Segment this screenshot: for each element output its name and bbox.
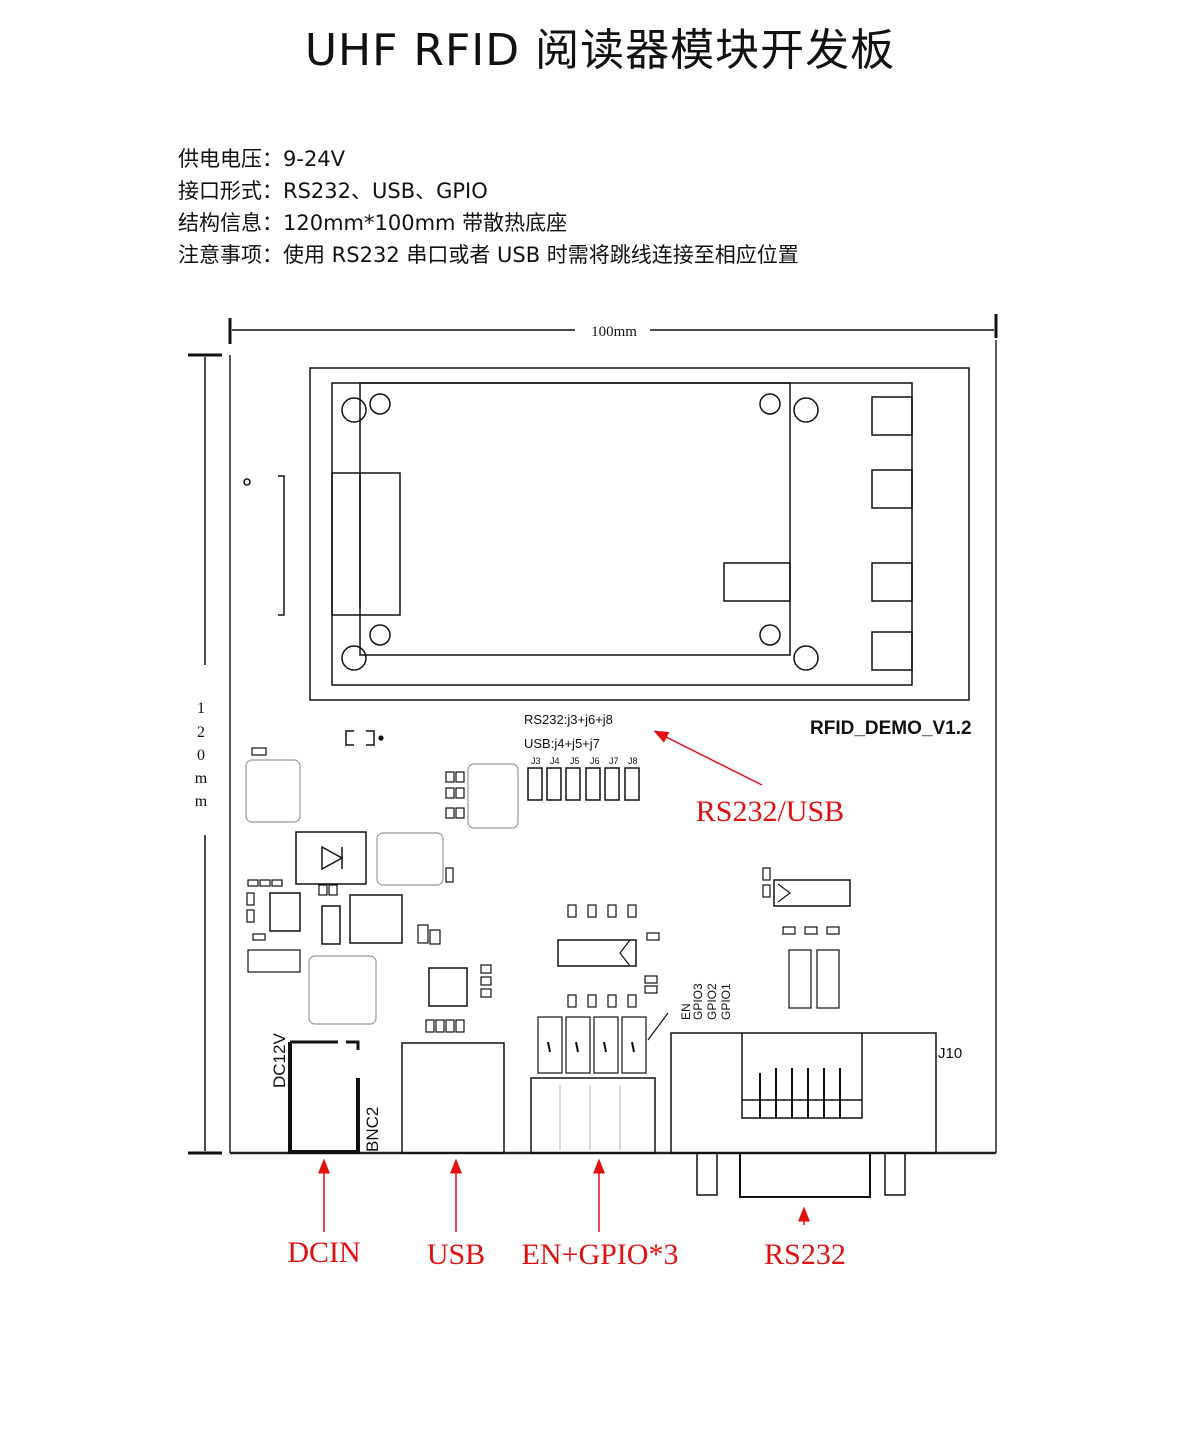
callout-dcin: DCIN: [287, 1236, 360, 1269]
jumper-label: J8: [628, 756, 638, 766]
spec-label: 接口形式：: [178, 179, 283, 203]
spec-label: 结构信息：: [178, 211, 283, 235]
db9-connector: [670, 1032, 937, 1198]
board-name: RFID_DEMO_V1.2: [810, 718, 972, 739]
spec-value: 使用 RS232 串口或者 USB 时需将跳线连接至相应位置: [283, 243, 799, 267]
spec-list: 供电电压：9-24V 接口形式：RS232、USB、GPIO 结构信息：120m…: [178, 143, 799, 271]
dc-label: DC12V: [270, 1033, 289, 1088]
spec-value: 9-24V: [283, 147, 346, 171]
spec-interface: 接口形式：RS232、USB、GPIO: [178, 175, 799, 207]
jumper-label: J7: [609, 756, 619, 766]
jumper-label: J5: [570, 756, 580, 766]
usb-connector: [401, 1042, 505, 1154]
jumper-note-rs232: RS232:j3+j6+j8: [524, 712, 613, 727]
height-char: 1: [197, 700, 205, 717]
width-label: 100mm: [591, 324, 637, 340]
callout-usb: USB: [427, 1238, 485, 1271]
spec-label: 注意事项：: [178, 243, 283, 267]
rfid-module: [309, 367, 970, 701]
callout-en-gpio: EN+GPIO*3: [522, 1238, 679, 1271]
bnc-label: BNC2: [363, 1107, 382, 1152]
dc-jack: [288, 1040, 360, 1154]
height-char: m: [195, 793, 208, 810]
jumper-block: J3 J4 J5 J6 J7 J8: [527, 756, 640, 801]
gpio-terminal: [530, 1077, 656, 1154]
spec-label: 供电电压：: [178, 147, 283, 171]
gpio-labels: EN GPIO3 GPIO2 GPIO1: [679, 983, 733, 1020]
jumper-label: J6: [590, 756, 600, 766]
height-dimension: 1 2 0 m m: [188, 353, 222, 1155]
spec-voltage: 供电电压：9-24V: [178, 143, 799, 175]
pcb-outline: [229, 340, 997, 1155]
logic-components: [537, 904, 669, 1074]
jumper-label: J3: [531, 756, 541, 766]
gpio-label: GPIO2: [705, 983, 719, 1020]
callout-rs232-usb: RS232/USB: [696, 795, 844, 828]
gpio-label: EN: [679, 1003, 693, 1020]
spec-value: RS232、USB、GPIO: [283, 179, 488, 203]
height-char: 2: [197, 724, 205, 741]
spec-structure: 结构信息：120mm*100mm 带散热底座: [178, 207, 799, 239]
width-dimension: 100mm: [228, 314, 998, 344]
callout-arrows: [318, 730, 810, 1232]
rs232-components: [762, 867, 851, 1009]
j10-label: J10: [938, 1045, 962, 1062]
spec-value: 120mm*100mm 带散热底座: [283, 211, 568, 235]
height-char: 0: [197, 747, 205, 764]
power-components: [245, 730, 519, 1033]
jumper-note-usb: USB:j4+j5+j7: [524, 736, 600, 751]
height-char: m: [195, 770, 208, 787]
callout-rs232: RS232: [764, 1238, 846, 1271]
jumper-label: J4: [550, 756, 560, 766]
j2-header: [243, 475, 285, 616]
gpio-label: GPIO1: [719, 983, 733, 1020]
gpio-label: GPIO3: [691, 983, 705, 1020]
spec-note: 注意事项：使用 RS232 串口或者 USB 时需将跳线连接至相应位置: [178, 239, 799, 271]
page-title: UHF RFID 阅读器模块开发板: [304, 25, 896, 76]
